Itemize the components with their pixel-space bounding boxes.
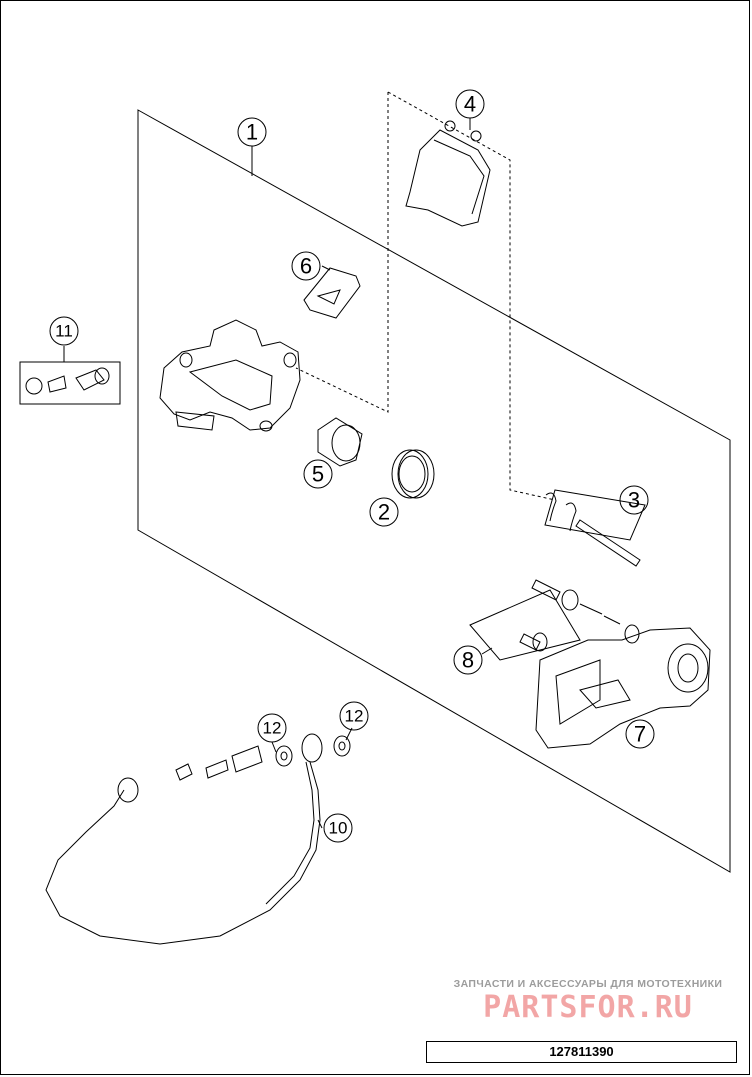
callout-12b-circle [339,701,369,731]
callout-12a-label: 12 [263,719,282,738]
callout-4-circle [455,89,485,119]
banjo-bolt [175,745,263,781]
callout-3-circle [619,485,649,515]
callout-12a-circle [257,713,287,743]
part-4-brake-pads [405,120,491,227]
leader-12a [271,741,277,753]
part-8-bolts [519,579,621,652]
callout-11-label: 11 [55,322,73,341]
assembly-outline [137,109,731,873]
part-2-seal-rings [391,449,435,499]
part-11-box [19,361,121,405]
watermark: ЗАПЧАСТИ И АКСЕССУАРЫ ДЛЯ МОТОТЕХНИКИ PA… [438,978,738,1024]
callout-2-circle [369,497,399,527]
callout-7-label: 7 [634,722,646,747]
part-6-pad-spring [303,267,361,319]
part-5-piston [317,417,363,467]
callout-6-label: 6 [300,254,312,279]
part-10-brake-hose [45,733,323,945]
callout-1-label: 1 [246,120,258,145]
callout-5-circle [303,459,333,489]
part-8-bracket [469,589,581,661]
callout-2-label: 2 [378,500,390,525]
part-11-bleeder-parts [25,367,110,395]
callout-6-circle [291,251,321,281]
part-1-caliper-body [159,319,301,432]
diagram-code-label: 127811390 [426,1041,737,1063]
callout-7-circle [625,719,655,749]
watermark-logo: PARTSFOR.RU [483,990,693,1025]
callout-10-circle [323,813,353,843]
dashed-group-lines [295,91,556,501]
part-7-caliper-support [535,624,711,749]
callout-12b-label: 12 [345,707,364,726]
callout-8-label: 8 [462,648,474,673]
callout-4-label: 4 [464,92,476,117]
part-3-bracket [544,489,646,541]
callout-8-circle [453,645,483,675]
callout-10-label: 10 [329,819,348,838]
callout-11-circle [49,316,79,346]
callout-5-label: 5 [312,462,324,487]
part-3-pin [545,492,641,567]
callout-1-circle [237,117,267,147]
watermark-caption: ЗАПЧАСТИ И АКСЕССУАРЫ ДЛЯ МОТОТЕХНИКИ [453,978,723,990]
part-12-washers [275,735,351,767]
leader-10 [317,819,323,829]
callout-3-label: 3 [628,488,640,513]
